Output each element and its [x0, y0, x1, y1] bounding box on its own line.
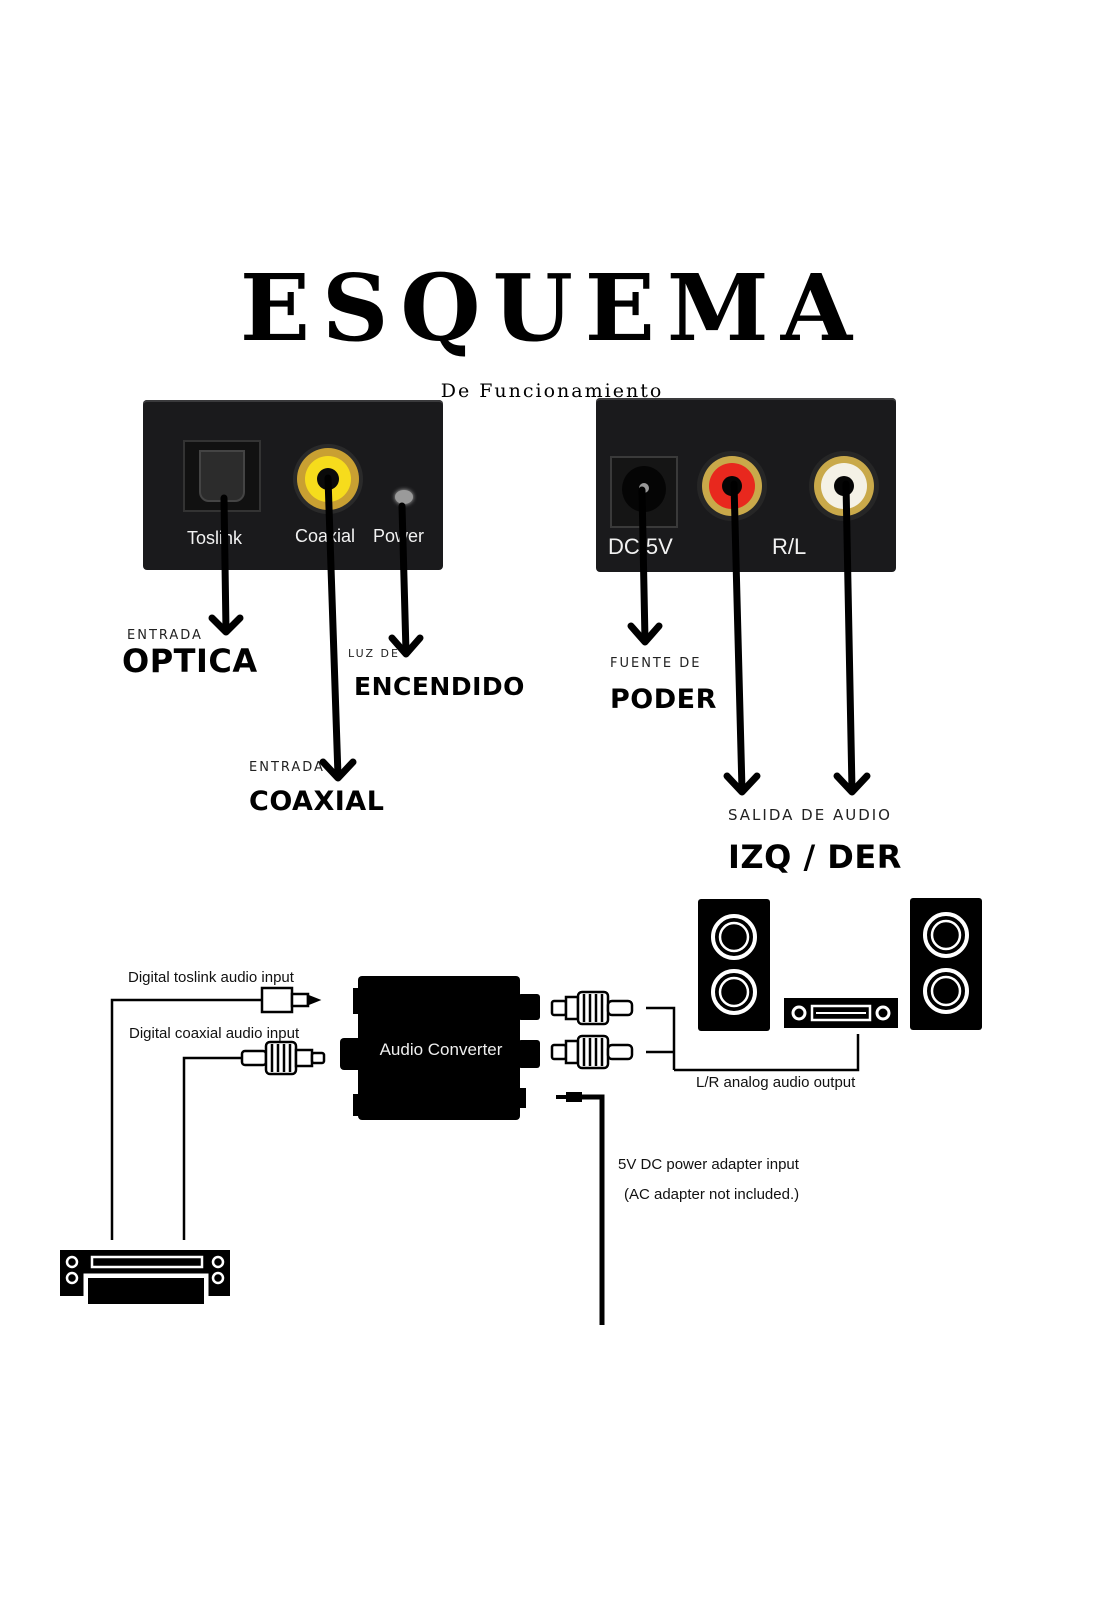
audio-converter-box — [340, 976, 540, 1120]
output-to-amp — [674, 1034, 860, 1072]
rca-plug-top-icon — [550, 990, 634, 1026]
toslink-port — [183, 440, 261, 512]
callout-optica-big: OPTICA — [122, 642, 258, 680]
coaxial-plug-icon — [240, 1040, 326, 1076]
callout-coaxial-big: COAXIAL — [249, 786, 385, 817]
page-subtitle: De Funcionamiento — [440, 380, 664, 402]
callout-encendido-small: LUZ DE — [348, 647, 400, 660]
power-led — [395, 490, 413, 504]
rl-label: R/L — [772, 534, 807, 559]
output-cable-top — [646, 1006, 676, 1070]
front-panel: Toslink Coaxial Power — [143, 400, 443, 570]
arrow-coaxial — [319, 474, 357, 782]
arrow-izq — [723, 480, 761, 796]
toslink-label: Toslink — [187, 528, 243, 548]
source-player-icon — [60, 1250, 230, 1305]
callout-encendido-big: ENCENDIDO — [354, 672, 525, 701]
analog-output-label: L/R analog audio output — [696, 1074, 856, 1091]
toslink-cable — [110, 998, 262, 1240]
callout-optica-small: ENTRADA — [127, 628, 203, 643]
toslink-input-label: Digital toslink audio input — [128, 969, 294, 986]
callout-audio-small: SALIDA DE AUDIO — [728, 806, 892, 824]
arrow-der — [833, 480, 871, 796]
coaxial-label: Coaxial — [295, 526, 356, 546]
power-input-label: 5V DC power adapter input — [618, 1156, 799, 1173]
coaxial-cable — [182, 1056, 242, 1240]
rca-plug-bottom-icon — [550, 1034, 634, 1070]
callout-poder-small: FUENTE DE — [610, 656, 702, 671]
arrow-encendido — [388, 502, 424, 658]
converter-label: Audio Converter — [379, 1040, 503, 1059]
power-label: Power — [373, 526, 425, 546]
power-cable — [556, 1092, 605, 1325]
left-speaker-icon — [698, 899, 770, 1031]
power-adapter-note: (AC adapter not included.) — [624, 1186, 800, 1203]
callout-poder-big: PODER — [610, 684, 717, 715]
callout-audio-big: IZQ / DER — [728, 838, 902, 876]
page-title: ESQUEMA — [239, 254, 865, 362]
toslink-plug-icon — [260, 986, 322, 1014]
right-speaker-icon — [910, 898, 982, 1030]
coaxial-input-label: Digital coaxial audio input — [129, 1025, 300, 1042]
arrow-poder — [627, 486, 663, 646]
arrow-optica — [208, 494, 244, 636]
callout-coaxial-small: ENTRADA — [249, 760, 325, 775]
amplifier-icon — [784, 998, 898, 1028]
